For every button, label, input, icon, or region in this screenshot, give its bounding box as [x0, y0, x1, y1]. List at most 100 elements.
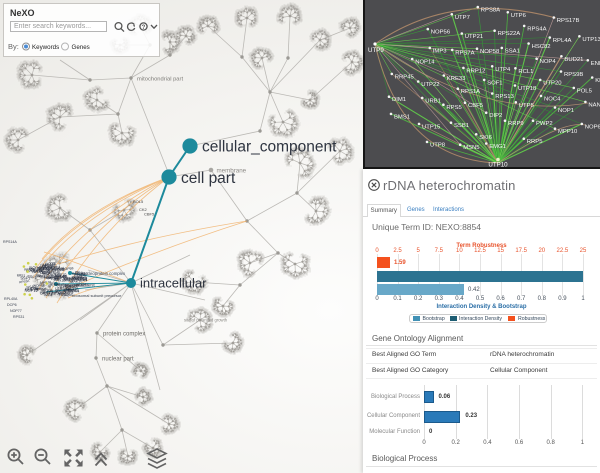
svg-text:?: ? — [142, 25, 146, 31]
svg-text:RPL22A: RPL22A — [37, 266, 53, 272]
svg-text:SNR17: SNR17 — [49, 281, 60, 286]
svg-text:RPL22A: RPL22A — [76, 276, 88, 281]
svg-text:DBP10: DBP10 — [55, 273, 67, 277]
svg-text:RPL16B: RPL16B — [45, 276, 60, 282]
svg-text:BRX1: BRX1 — [35, 274, 45, 279]
svg-text:RPS11A: RPS11A — [55, 287, 71, 294]
svg-text:URB1: URB1 — [425, 98, 441, 104]
svg-text:SNR17: SNR17 — [55, 275, 66, 279]
svg-text:Genes: Genes — [72, 44, 90, 51]
svg-text:MAK16: MAK16 — [52, 266, 64, 271]
svg-text:NOP58: NOP58 — [62, 266, 74, 271]
svg-text:DIM1: DIM1 — [392, 97, 406, 103]
svg-text:MPP10: MPP10 — [558, 129, 578, 135]
svg-text:UTP5: UTP5 — [519, 103, 535, 109]
svg-text:RPS9B: RPS9B — [564, 72, 583, 78]
svg-text:UTP13: UTP13 — [42, 270, 56, 277]
svg-text:POL5: POL5 — [577, 88, 593, 94]
svg-text:UTP6: UTP6 — [511, 13, 527, 19]
svg-text:DBP10: DBP10 — [56, 283, 66, 287]
svg-text:RPS5: RPS5 — [446, 105, 462, 111]
svg-text:NAN1: NAN1 — [588, 102, 600, 108]
svg-text:cellular_component: cellular_component — [202, 139, 337, 156]
svg-text:RPS24B: RPS24B — [50, 289, 66, 296]
svg-text:RRP36: RRP36 — [24, 267, 35, 272]
svg-text:site of polarized growth: site of polarized growth — [184, 318, 228, 323]
svg-text:NOP4: NOP4 — [540, 59, 557, 65]
svg-text:NOP12: NOP12 — [74, 276, 88, 281]
svg-text:RPL4B: RPL4B — [74, 273, 86, 277]
svg-text:RPF2: RPF2 — [26, 269, 35, 273]
svg-text:RCL1: RCL1 — [518, 69, 533, 75]
svg-text:UTP20: UTP20 — [543, 80, 562, 86]
svg-text:RPS9A: RPS9A — [19, 279, 31, 284]
svg-text:SSF1: SSF1 — [30, 286, 39, 291]
svg-text:RRP36: RRP36 — [72, 272, 84, 277]
svg-text:RPL35A: RPL35A — [44, 268, 57, 273]
svg-text:NOP56: NOP56 — [76, 283, 89, 287]
svg-text:RPL40A: RPL40A — [4, 297, 18, 301]
svg-text:RPS8A: RPS8A — [481, 8, 500, 14]
svg-text:ribonucleoprotein complex: ribonucleoprotein complex — [75, 271, 126, 276]
svg-text:mitochondrial part: mitochondrial part — [137, 77, 183, 83]
svg-text:RPS9A: RPS9A — [71, 274, 84, 280]
svg-text:RPS24B: RPS24B — [48, 270, 61, 274]
svg-text:NSA2: NSA2 — [26, 285, 36, 290]
svg-text:RPL22A: RPL22A — [66, 286, 79, 291]
svg-text:NOP4: NOP4 — [66, 288, 76, 292]
svg-text:membrane: membrane — [217, 168, 247, 175]
svg-text:MAK16: MAK16 — [40, 280, 51, 285]
svg-text:UTP21: UTP21 — [465, 34, 483, 40]
svg-text:BRX1: BRX1 — [40, 290, 51, 295]
svg-text:RPL35A: RPL35A — [49, 275, 65, 280]
svg-text:ribosomal subunit precursor: ribosomal subunit precursor — [72, 293, 122, 298]
svg-text:RPS1B: RPS1B — [35, 287, 47, 292]
svg-text:RPS1B: RPS1B — [41, 290, 53, 295]
svg-text:UTP8: UTP8 — [430, 142, 446, 148]
svg-text:NOP14: NOP14 — [415, 60, 435, 66]
svg-text:UTP9: UTP9 — [368, 47, 384, 54]
svg-text:RPS17B: RPS17B — [557, 18, 580, 24]
svg-text:CK2: CK2 — [139, 207, 148, 212]
svg-text:ENP1: ENP1 — [591, 61, 600, 67]
svg-text:RRS1: RRS1 — [40, 270, 52, 275]
svg-text:RPL25: RPL25 — [64, 275, 77, 281]
svg-text:nuclear part: nuclear part — [102, 357, 134, 363]
svg-text:NOP6: NOP6 — [585, 124, 600, 130]
svg-text:RPF2: RPF2 — [47, 276, 56, 280]
svg-text:RPL16B: RPL16B — [47, 289, 62, 295]
svg-text:RLP24: RLP24 — [75, 277, 88, 283]
svg-text:UTP4: UTP4 — [495, 67, 511, 73]
svg-text:BUD21: BUD21 — [564, 57, 583, 63]
svg-text:NOC4: NOC4 — [544, 96, 561, 102]
svg-text:CBF5: CBF5 — [144, 212, 155, 217]
svg-text:SSA1: SSA1 — [505, 48, 520, 54]
svg-text:PWP2: PWP2 — [536, 121, 553, 127]
svg-text:NSA2: NSA2 — [63, 284, 73, 289]
svg-text:RRP9: RRP9 — [508, 121, 524, 127]
svg-text:CBF5: CBF5 — [468, 103, 484, 109]
svg-text:NOG1: NOG1 — [54, 268, 64, 272]
svg-text:SSB1: SSB1 — [454, 123, 469, 129]
svg-text:RPL4A: RPL4A — [553, 38, 572, 44]
svg-text:BMS1: BMS1 — [394, 114, 410, 120]
svg-text:RPS7A: RPS7A — [455, 50, 474, 56]
svg-text:NOP77: NOP77 — [10, 309, 22, 313]
svg-text:RPL16B: RPL16B — [48, 282, 60, 287]
svg-text:NOP56: NOP56 — [25, 286, 38, 291]
svg-text:KRE33: KRE33 — [447, 76, 466, 82]
svg-text:UTP13: UTP13 — [55, 286, 67, 291]
svg-text:RRP5: RRP5 — [527, 139, 543, 145]
svg-text:EMG1: EMG1 — [489, 144, 506, 150]
svg-text:RPS9A: RPS9A — [30, 267, 44, 273]
svg-text:RPS4A: RPS4A — [527, 26, 546, 32]
svg-text:RPS24B: RPS24B — [59, 292, 73, 297]
svg-text:SOF1: SOF1 — [487, 80, 502, 86]
svg-text:Keywords: Keywords — [32, 44, 59, 51]
svg-text:SSF1: SSF1 — [20, 275, 31, 280]
svg-text:NOP1: NOP1 — [558, 108, 574, 114]
svg-text:TIF6: TIF6 — [66, 279, 73, 284]
svg-text:RPS22A: RPS22A — [498, 31, 521, 37]
svg-text:NOP58: NOP58 — [480, 49, 500, 55]
svg-text:RLP24: RLP24 — [64, 277, 75, 282]
